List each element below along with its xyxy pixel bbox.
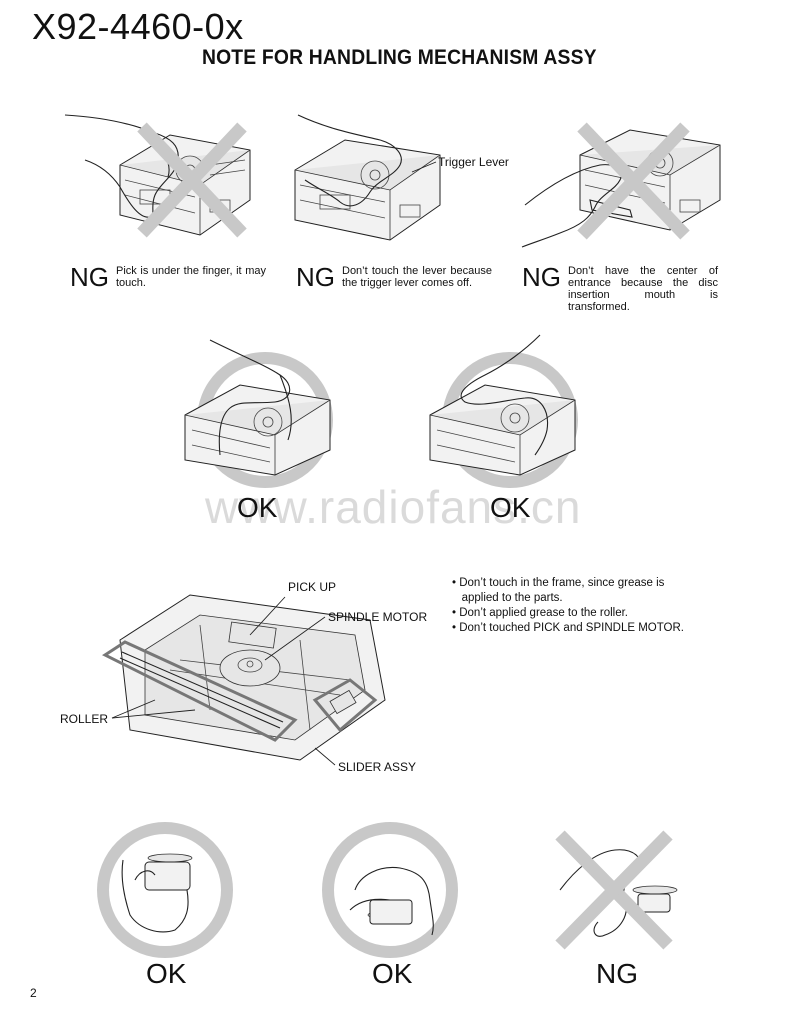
ng-caption-2: Don’t touch the lever because the trigge… <box>342 265 492 289</box>
hand-drawing <box>349 866 434 936</box>
ng-mark-2: NG <box>296 262 335 292</box>
note-line: applied to the parts. <box>452 592 563 604</box>
ok-mark-3: OK <box>146 958 187 989</box>
spindle-part-drawing <box>367 899 413 925</box>
spindle-part-drawing <box>632 885 678 913</box>
pick-up-label: PICK UP <box>288 580 337 594</box>
ok-circle-icon <box>97 822 233 958</box>
spindle-motor-label: SPINDLE MOTOR <box>328 610 428 624</box>
spindle-part-drawing <box>144 853 193 891</box>
ok-mark-2: OK <box>490 492 531 523</box>
ng-disc-handling <box>555 830 678 950</box>
roller-highlight <box>101 640 298 742</box>
slider-assy-label: SLIDER ASSY <box>338 760 417 774</box>
hand-drawing <box>209 339 292 456</box>
ng-mark-4: NG <box>596 958 638 989</box>
spindle-motor-drawing <box>219 649 281 687</box>
mechanism-drawing <box>429 384 576 476</box>
hand-drawing <box>559 849 641 937</box>
note-line: • Don’t applied grease to the roller. <box>452 607 628 619</box>
roller-label: ROLLER <box>60 712 109 726</box>
ok-mark-1: OK <box>237 492 278 523</box>
note-line: • Don’t touch in the frame, since grease… <box>452 577 665 589</box>
ng-mark-1: NG <box>70 262 109 292</box>
ok-circle-icon <box>322 822 458 958</box>
ok-disc-handling-1 <box>97 822 233 958</box>
pick-up-drawing <box>228 621 277 649</box>
hand-drawing <box>297 114 402 207</box>
note-line: • Don’t touched PICK and SPINDLE MOTOR. <box>452 622 684 634</box>
trigger-lever-label: Trigger Lever <box>438 155 509 169</box>
ok-disc-handling-2 <box>322 822 458 958</box>
prohibited-cross-icon <box>577 122 690 240</box>
document-id: X92-4460-0x <box>32 6 244 47</box>
page-title: NOTE FOR HANDLING MECHANISM ASSY <box>201 46 597 69</box>
ng-illustration-3 <box>521 122 721 248</box>
watermark: www.radiofans.cn <box>205 481 582 533</box>
slider-assy-highlight <box>312 678 378 733</box>
ng-caption-3: Don’t have the center of entrance becaus… <box>568 265 718 313</box>
hand-drawing <box>460 334 549 456</box>
handling-notes: • Don’t touch in the frame, since grease… <box>452 576 684 636</box>
page-number: 2 <box>30 986 37 1000</box>
prohibited-cross-icon <box>555 830 673 950</box>
ok-illustration-1 <box>184 339 333 488</box>
ng-caption-1: Pick is under the finger, it may touch. <box>116 265 266 289</box>
ng-illustration-1 <box>64 114 251 238</box>
hand-drawing <box>121 859 189 933</box>
ng-illustration-2 <box>294 114 441 241</box>
ok-mark-4: OK <box>372 958 413 989</box>
mechanism-drawing <box>294 139 441 241</box>
ng-mark-3: NG <box>522 262 561 292</box>
mechanism-parts-diagram <box>101 594 386 766</box>
mechanism-drawing <box>184 384 331 476</box>
prohibited-cross-icon <box>137 122 247 238</box>
ok-illustration-2 <box>429 334 578 488</box>
